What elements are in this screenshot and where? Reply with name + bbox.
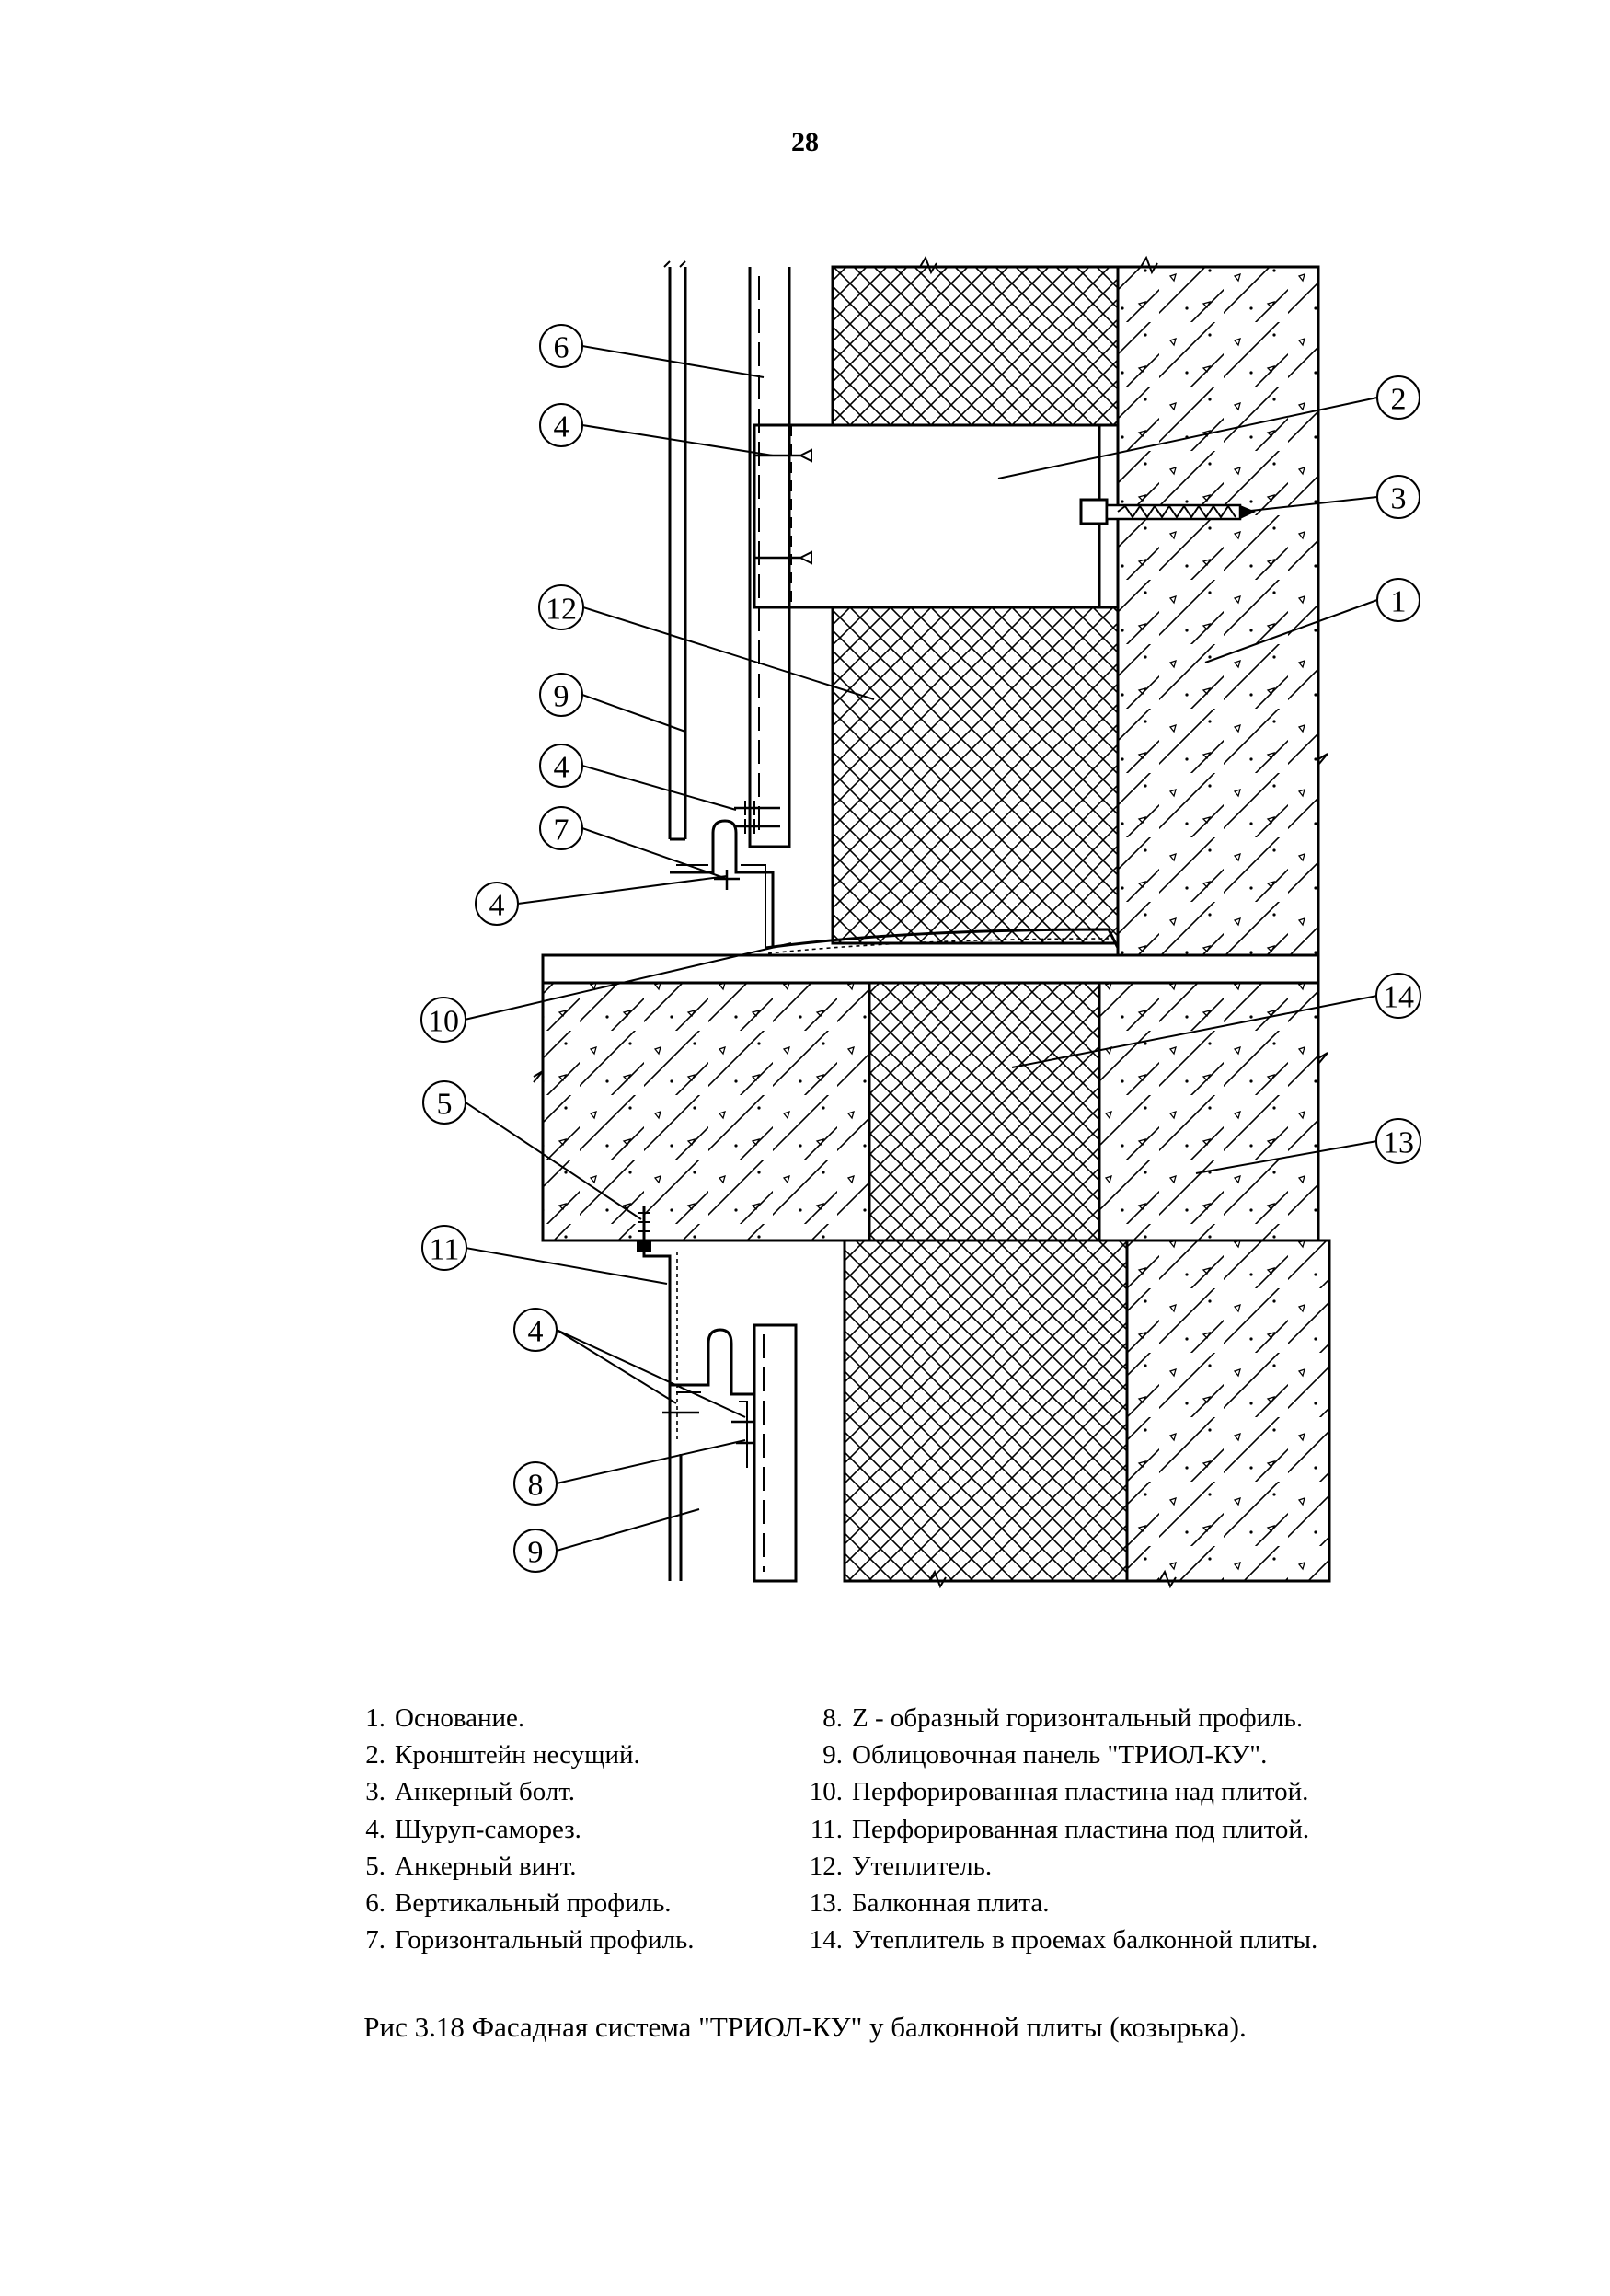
page-number: 28 <box>791 127 819 157</box>
legend-item: 6.Вертикальный профиль. <box>365 1888 672 1919</box>
perforated-plate-above <box>765 928 1120 954</box>
legend-item: 10.Перфорированная пластина над плитой. <box>809 1777 1309 1807</box>
legend-item: 13.Балконная плита. <box>809 1888 1050 1919</box>
z-profile <box>670 1328 756 1468</box>
callout-4-upper: 4 <box>554 410 569 444</box>
callout-8: 8 <box>528 1469 544 1503</box>
callout-labels: 6 4 2 3 12 1 9 4 7 4 10 14 5 13 11 4 8 9 <box>428 331 1414 1570</box>
callout-4-middle: 4 <box>554 751 569 785</box>
callout-4-left: 4 <box>489 889 505 923</box>
legend-item: 14.Утеплитель в проемах балконной плиты. <box>809 1925 1318 1956</box>
legend-item: 7.Горизонтальный профиль. <box>365 1925 695 1956</box>
callout-leaders <box>464 345 1378 1552</box>
legend-item: 9.Облицовочная панель "ТРИОЛ-КУ". <box>822 1740 1268 1771</box>
legend-item: 5.Анкерный винт. <box>365 1851 577 1881</box>
callout-9-lower: 9 <box>528 1536 544 1570</box>
callout-1: 1 <box>1391 585 1407 619</box>
facade-panel-lower <box>668 1323 798 1583</box>
callout-9-upper: 9 <box>554 680 569 714</box>
bracket <box>753 423 1120 609</box>
anchor-screw <box>637 1206 651 1252</box>
insulation-lower <box>843 1239 1129 1583</box>
balcony-slab <box>541 953 1320 1242</box>
legend-item: 8.Z - образный горизонтальный профиль. <box>822 1703 1304 1733</box>
callout-11: 11 <box>430 1233 460 1267</box>
figure-caption: Рис 3.18 Фасадная система "ТРИОЛ-КУ" у б… <box>363 2011 1247 2043</box>
anchor-bolt <box>1079 498 1256 525</box>
legend-left-column: 1.Основание. 2.Кронштейн несущий. 3.Анке… <box>354 1700 787 1958</box>
callout-10: 10 <box>428 1005 459 1039</box>
legend-item: 4.Шуруп-саморез. <box>365 1814 581 1844</box>
callout-3: 3 <box>1391 482 1407 516</box>
callout-7: 7 <box>554 813 569 848</box>
callout-12: 12 <box>546 593 577 627</box>
legend-item: 2.Кронштейн несущий. <box>365 1740 640 1771</box>
callout-4-lower: 4 <box>528 1315 544 1349</box>
legend-item: 3.Анкерный болт. <box>365 1777 576 1807</box>
facade-panel-upper <box>663 260 687 841</box>
facade-section-drawing: 6 4 2 3 12 1 9 4 7 4 10 14 5 13 11 4 8 9 <box>420 255 1421 1589</box>
break-lines <box>533 255 1328 1589</box>
callout-2: 2 <box>1391 383 1407 417</box>
callout-5: 5 <box>437 1088 453 1122</box>
callout-13: 13 <box>1383 1126 1414 1160</box>
legend-item: 12.Утеплитель. <box>809 1851 993 1881</box>
base-wall-upper <box>1116 265 1320 986</box>
callout-circles <box>420 324 1421 1573</box>
callout-6: 6 <box>554 331 569 365</box>
screws-upper <box>734 448 812 834</box>
legend-item: 1.Основание. <box>365 1703 525 1733</box>
callout-14: 14 <box>1383 981 1414 1015</box>
base-wall-lower <box>1125 1239 1331 1583</box>
legend-right-column: 8.Z - образный горизонтальный профиль. 9… <box>799 1700 1498 1958</box>
legend-item: 11.Перфорированная пластина под плитой. <box>810 1814 1310 1844</box>
insulation-in-slab <box>868 981 1101 1242</box>
